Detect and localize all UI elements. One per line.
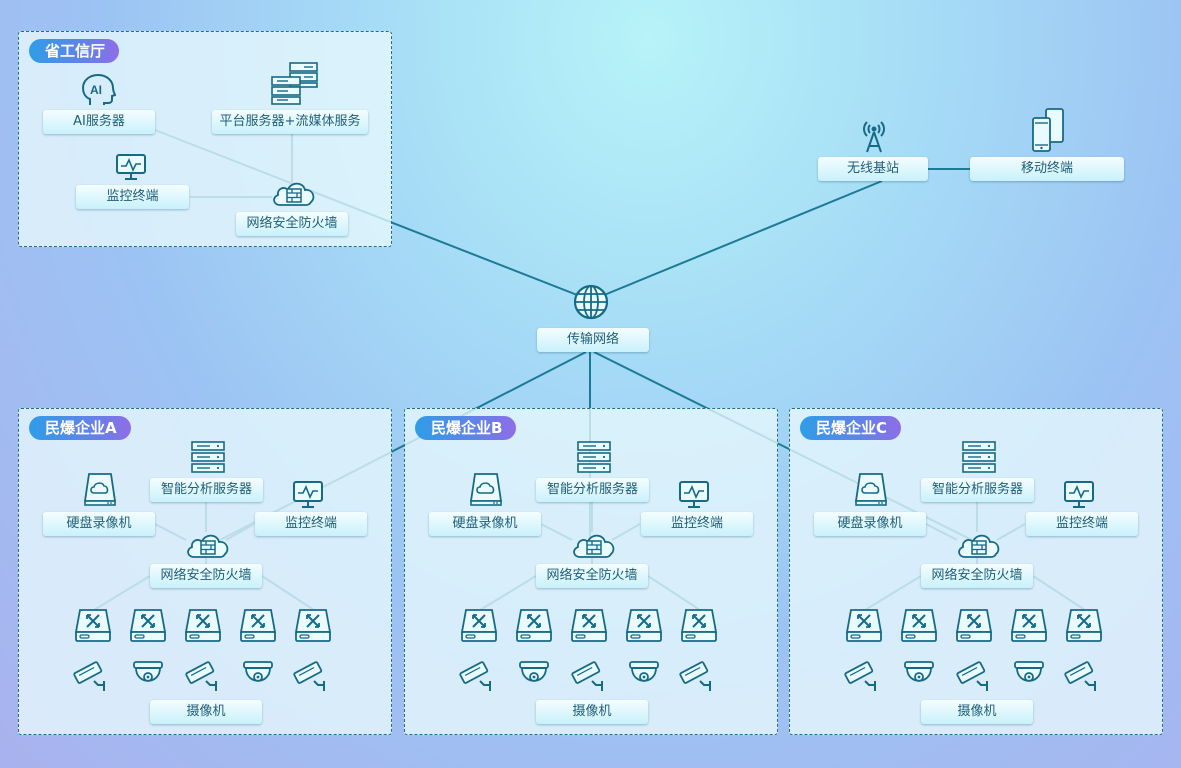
monitor-icon [1063,480,1095,514]
analysis-server-label: 智能分析服务器 [150,478,263,502]
gov-zone-title: 省工信厅 [29,39,120,63]
company-title: 民爆企业C [800,416,902,440]
monitor-icon [292,480,324,514]
svg-text:AI: AI [90,83,102,97]
dome-camera-icon [902,659,936,697]
dome-camera-icon [517,659,551,697]
switch-icon [74,608,112,646]
cameras-label: 摄像机 [921,700,1033,724]
bullet-camera-icon [1063,659,1099,697]
mobile-icon [1032,108,1064,152]
cameras-label: 摄像机 [150,700,262,724]
disk-recorder-label: 硬盘录像机 [814,512,926,536]
switch-icon [294,608,332,646]
firewall-icon [570,530,618,564]
gov-zone: 省工信厅 [18,31,392,247]
company-title: 民爆企业B [415,416,517,440]
disk-recorder-icon [853,471,889,511]
analysis-server-label: 智能分析服务器 [921,478,1034,502]
bullet-camera-icon [292,659,328,697]
switch-icon [129,608,167,646]
switch-icon [625,608,663,646]
bullet-camera-icon [458,659,494,697]
dome-camera-icon [627,659,661,697]
ai-icon: AI [81,73,117,105]
analysis-server-icon [961,440,997,480]
switch-icon [955,608,993,646]
switch-icon [570,608,608,646]
switch-icon [1010,608,1048,646]
firewall-label: 网络安全防火墙 [150,564,262,588]
analysis-server-label: 智能分析服务器 [536,478,649,502]
monitor-label: 监控终端 [255,512,367,536]
firewall-icon [184,530,232,564]
bullet-camera-icon [843,659,879,697]
gov-firewall-label: 网络安全防火墙 [236,212,348,236]
base-station-label: 无线基站 [818,157,928,181]
switch-icon [460,608,498,646]
ai-server-label: AI服务器 [43,110,155,134]
bullet-camera-icon [570,659,606,697]
server-stack-icon [271,62,318,105]
disk-recorder-label: 硬盘录像机 [429,512,541,536]
switch-icon [680,608,718,646]
globe-icon [573,284,609,320]
dome-camera-icon [1012,659,1046,697]
bullet-camera-icon [184,659,220,697]
mobile-label: 移动终端 [970,157,1124,181]
disk-recorder-icon [468,471,504,511]
switch-icon [184,608,222,646]
switch-icon [845,608,883,646]
base-station-icon [863,121,885,153]
monitor-label: 监控终端 [641,512,753,536]
company-title: 民爆企业A [29,416,131,440]
cameras-label: 摄像机 [536,700,648,724]
dome-camera-icon [131,659,165,697]
disk-recorder-icon [82,471,118,511]
switch-icon [515,608,553,646]
firewall-icon [273,182,315,206]
disk-recorder-label: 硬盘录像机 [43,512,155,536]
network-label: 传输网络 [537,328,649,352]
firewall-label: 网络安全防火墙 [536,564,648,588]
analysis-server-icon [190,440,226,480]
switch-icon [1065,608,1103,646]
monitor-label: 监控终端 [1026,512,1138,536]
gov-monitor-label: 监控终端 [76,185,189,209]
platform-server-label: 平台服务器+流媒体服务 [212,110,368,134]
firewall-label: 网络安全防火墙 [921,564,1033,588]
monitor-icon [678,480,710,514]
analysis-server-icon [576,440,612,480]
switch-icon [900,608,938,646]
bullet-camera-icon [678,659,714,697]
bullet-camera-icon [72,659,108,697]
switch-icon [239,608,277,646]
bullet-camera-icon [955,659,991,697]
monitor-icon [116,154,146,180]
dome-camera-icon [241,659,275,697]
firewall-icon [955,530,1003,564]
